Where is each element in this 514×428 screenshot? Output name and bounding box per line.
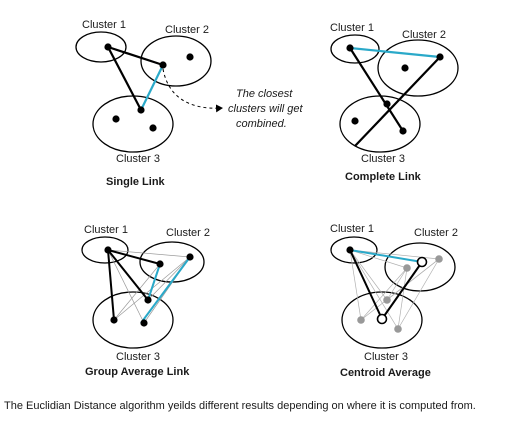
cluster-3-label: Cluster 3 (116, 351, 160, 363)
grey-data-point (403, 264, 411, 272)
data-point (149, 124, 157, 132)
cluster-2-label: Cluster 2 (414, 227, 458, 239)
cluster-2-ellipse (140, 35, 212, 87)
centroid-link-line (349, 249, 423, 263)
annotation-text-line-1: The closest (236, 88, 293, 100)
cluster-1-ellipse (81, 236, 129, 264)
link-line (107, 46, 142, 111)
annotation-arrow (162, 68, 223, 113)
centroid-marker (416, 256, 428, 268)
closest-link-line (140, 64, 164, 111)
cluster-1-label: Cluster 1 (330, 223, 374, 235)
cluster-1-ellipse (75, 31, 127, 63)
cluster-2-ellipse (384, 242, 456, 292)
data-point (159, 61, 167, 69)
data-point (104, 43, 112, 51)
panel-title: Centroid Average (340, 367, 431, 379)
grey-data-point (357, 316, 365, 324)
cluster-2-ellipse (377, 39, 459, 97)
cluster-1-label: Cluster 1 (330, 22, 374, 34)
cluster-3-ellipse (341, 291, 423, 349)
cluster-2-label: Cluster 2 (165, 24, 209, 36)
data-point (137, 106, 145, 114)
data-point (346, 44, 354, 52)
link-line (354, 56, 441, 147)
cluster-2-label: Cluster 2 (402, 29, 446, 41)
link-line (381, 261, 423, 320)
link-line (107, 249, 161, 265)
cluster-3-ellipse (339, 95, 421, 153)
average-link-line (140, 256, 191, 324)
average-link-line (147, 263, 161, 301)
panel-group-average-link: Cluster 1 Cluster 2 Cluster 3 Group Aver… (81, 224, 210, 378)
figure-caption: The Euclidian Distance algorithm yeilds … (4, 400, 476, 412)
cluster-2-label: Cluster 2 (166, 227, 210, 239)
data-point (399, 127, 407, 135)
cluster-3-ellipse (92, 291, 174, 349)
data-point (346, 246, 354, 254)
grey-data-point (394, 325, 402, 333)
data-point (351, 117, 359, 125)
link-line (107, 249, 149, 301)
link-line (107, 45, 164, 67)
cluster-1-label: Cluster 1 (82, 19, 126, 31)
data-point (401, 64, 409, 72)
link-line (349, 47, 404, 132)
panel-single-link: Cluster 1 Cluster 2 Cluster 3 The closes… (75, 19, 304, 188)
cluster-1-label: Cluster 1 (84, 224, 128, 236)
data-point (110, 316, 118, 324)
cluster-1-ellipse (330, 34, 380, 64)
grey-data-point (383, 296, 391, 304)
annotation-text-line-2: clusters will get (228, 103, 304, 115)
cluster-3-label: Cluster 3 (361, 153, 405, 165)
data-point (436, 53, 444, 61)
data-point (104, 246, 112, 254)
link-line (349, 249, 383, 320)
panel-title: Complete Link (345, 171, 422, 183)
data-point (156, 260, 164, 268)
cluster-1-ellipse (330, 236, 378, 264)
cluster-3-ellipse (92, 95, 174, 153)
panel-title: Single Link (106, 176, 166, 188)
panel-centroid-average: Cluster 1 Cluster 2 Cluster 3 Centroid A… (330, 223, 458, 379)
data-point (383, 100, 391, 108)
data-point (112, 115, 120, 123)
data-point (186, 253, 194, 261)
centroid-marker (376, 313, 388, 325)
cluster-3-label: Cluster 3 (116, 153, 160, 165)
data-point (144, 296, 152, 304)
panel-complete-link: Cluster 1 Cluster 2 Cluster 3 Complete L… (330, 22, 459, 183)
link-line (107, 249, 115, 321)
panel-title: Group Average Link (85, 366, 190, 378)
data-point (186, 53, 194, 61)
farthest-link-line (349, 46, 441, 59)
annotation-text-line-3: combined. (236, 118, 287, 130)
data-point (140, 319, 148, 327)
cluster-3-label: Cluster 3 (364, 351, 408, 363)
grey-data-point (435, 255, 443, 263)
